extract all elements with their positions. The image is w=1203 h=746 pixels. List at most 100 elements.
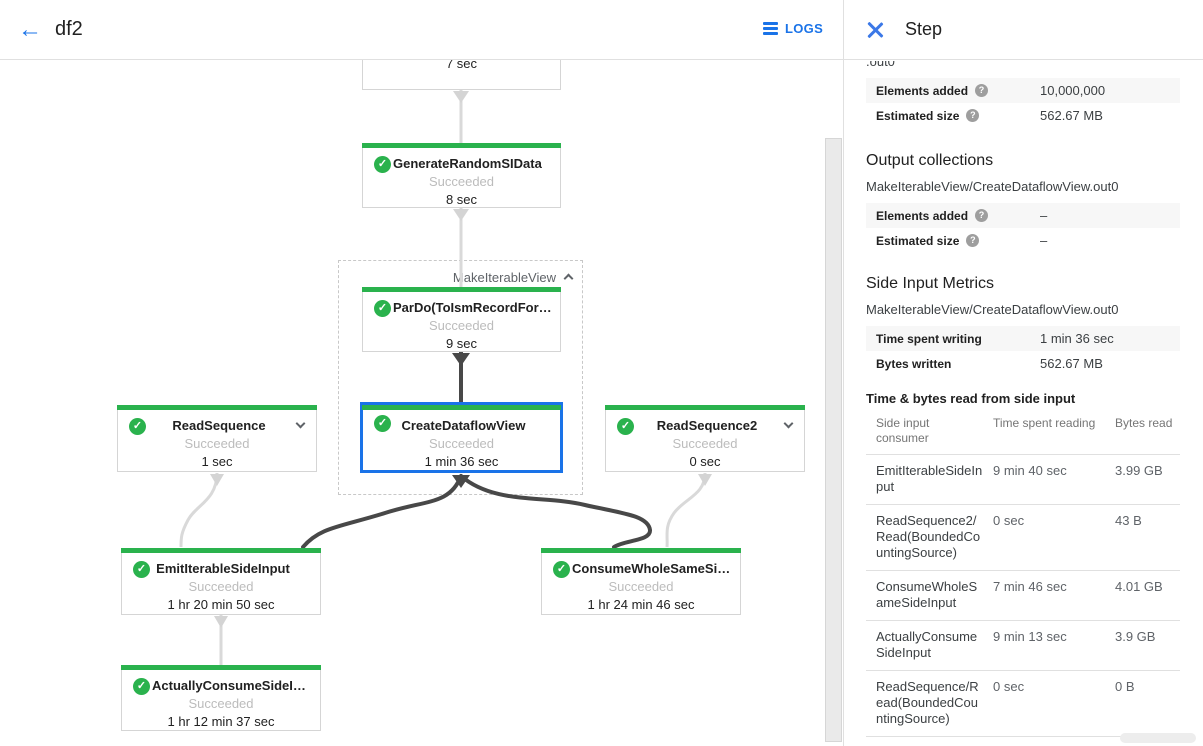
metric-row: Elements added ? 10,000,000 [866,78,1180,103]
check-circle-icon: ✓ [553,561,570,578]
job-title: df2 [55,18,83,40]
collection-name: MakeIterableView/CreateDataflowView.out0 [866,302,1119,317]
node-readsequence2[interactable]: ✓ ReadSequence2 Succeeded 0 sec [605,405,805,472]
node-time: 8 sec [445,192,478,207]
node-title: ReadSequence [172,418,266,433]
metric-value: 10,000,000 [1040,83,1106,98]
panel-title: Step [905,19,943,39]
column-header: Bytes read [1115,416,1173,430]
node-time: 1 hr 12 min 37 sec [167,714,275,729]
node-status: Succeeded [184,436,250,451]
node-emititerablesideinput[interactable]: ✓ EmitIterableSideInput Succeeded 1 hr 2… [121,548,321,615]
cell-bytes: 4.01 GB [1115,579,1163,594]
node-time: 1 min 36 sec [424,454,499,469]
cell-bytes: 3.99 GB [1115,463,1163,478]
metric-row: Estimated size ? 562.67 MB [866,103,1180,128]
check-circle-icon: ✓ [129,418,146,435]
help-icon[interactable]: ? [966,234,980,247]
status-bar [362,405,561,410]
node-readsequence[interactable]: ✓ ReadSequence Succeeded 1 sec [117,405,317,472]
metric-value: – [1040,208,1048,223]
help-icon[interactable]: ? [966,109,980,122]
cell-consumer: ReadSequence/Read(BoundedCountingSource) [876,679,979,726]
node-status: Succeeded [428,174,495,189]
side-input-table: Side input consumer Time spent reading B… [866,412,1180,737]
node-pardo-toismrecord[interactable]: ✓ ParDo(ToIsmRecordFor… Succeeded 9 sec [362,287,561,352]
metric-label: Estimated size [876,108,960,123]
help-icon[interactable]: ? [975,84,989,97]
node-title: EmitIterableSideInput [156,561,290,576]
side-input-metrics-heading: Side Input Metrics [866,275,995,292]
cell-consumer: ActuallyConsumeSideInput [876,629,978,660]
step-details-panel: .out0 Elements added ? 10,000,000 Estima… [844,61,1203,746]
node-title: ConsumeWholeSameSi… [572,561,731,576]
node-status: Succeeded [188,579,254,594]
top-app-bar: ← df2 LOGS Step [0,0,1203,60]
metric-value: – [1040,233,1048,248]
cell-bytes: 43 B [1115,513,1142,528]
check-circle-icon: ✓ [617,418,634,435]
metric-label: Elements added [876,83,969,98]
cell-time: 9 min 40 sec [993,463,1067,478]
column-header: Time spent reading [993,416,1096,430]
node-status: Succeeded [672,436,738,451]
node-status: Succeeded [428,318,495,333]
node-generaterandomsidata[interactable]: ✓ GenerateRandomSIData Succeeded 8 sec [362,143,561,208]
node-status: Succeeded [428,436,495,451]
cell-time: 0 sec [993,513,1025,528]
check-circle-icon: ✓ [374,415,391,432]
node-createdataflowview[interactable]: ✓ CreateDataflowView Succeeded 1 min 36 … [360,402,563,473]
table-row: ConsumeWholeSameSideInput 7 min 46 sec 4… [866,571,1180,621]
cell-bytes: 3.9 GB [1115,629,1156,644]
status-bar [362,287,561,292]
cell-consumer: ReadSequence2/Read(BoundedCountingSource… [876,513,981,560]
logs-button[interactable]: LOGS [763,20,823,37]
node-title: GenerateRandomSIData [393,156,542,171]
node-consumewholesamesideinput[interactable]: ✓ ConsumeWholeSameSi… Succeeded 1 hr 24 … [541,548,741,615]
status-bar [362,143,561,148]
clipped-collection-text: .out0 [866,61,895,69]
cell-consumer: EmitIterableSideInput [876,463,983,494]
node-status: Succeeded [188,696,254,711]
table-row: ReadSequence2/Read(BoundedCountingSource… [866,505,1180,571]
close-panel-icon[interactable] [866,21,884,39]
graph-vertical-scrollbar[interactable] [825,138,842,742]
output-metrics-rows: Elements added ? – Estimated size ? – [866,203,1180,253]
logs-list-icon [763,20,778,37]
pipeline-edges [179,62,712,665]
table-header: Side input consumer Time spent reading B… [866,412,1180,455]
node-time: 1 hr 20 min 50 sec [167,597,275,612]
help-icon[interactable]: ? [975,209,989,222]
cell-time: 9 min 13 sec [993,629,1067,644]
panel-divider [843,0,844,746]
metric-value: 1 min 36 sec [1040,331,1114,346]
check-circle-icon: ✓ [374,156,391,173]
input-metrics-rows: Elements added ? 10,000,000 Estimated si… [866,78,1180,128]
side-input-table-heading: Time & bytes read from side input [866,391,1076,406]
cell-consumer: ConsumeWholeSameSideInput [876,579,978,610]
node-title: ParDo(ToIsmRecordFor… [393,300,552,315]
metric-row: Estimated size ? – [866,228,1180,253]
check-circle-icon: ✓ [374,300,391,317]
table-row: EmitIterableSideInput 9 min 40 sec 3.99 … [866,455,1180,505]
pipeline-graph: MakeIterableView Succeeded 7 sec ✓ Gener… [117,22,842,742]
metric-label: Time spent writing [876,331,982,346]
back-arrow-icon[interactable]: ← [18,16,42,43]
node-actuallyconsumesideinput[interactable]: ✓ ActuallyConsumeSideI… Succeeded 1 hr 1… [121,665,321,731]
metric-value: 562.67 MB [1040,108,1103,123]
status-bar [121,548,321,553]
node-time: 9 sec [445,336,478,351]
node-title: ActuallyConsumeSideI… [152,678,306,693]
logs-button-label: LOGS [785,21,824,36]
cell-bytes: 0 B [1115,679,1135,694]
metric-value: 562.67 MB [1040,356,1103,371]
metric-row: Elements added ? – [866,203,1180,228]
node-status: Succeeded [608,579,674,594]
metric-label: Bytes written [876,356,952,371]
table-row: ActuallyConsumeSideInput 9 min 13 sec 3.… [866,621,1180,671]
status-bar [541,548,741,553]
node-time: 1 sec [201,454,233,469]
node-title: CreateDataflowView [401,418,526,433]
check-circle-icon: ✓ [133,561,150,578]
panel-horizontal-scrollbar[interactable] [1120,733,1196,743]
